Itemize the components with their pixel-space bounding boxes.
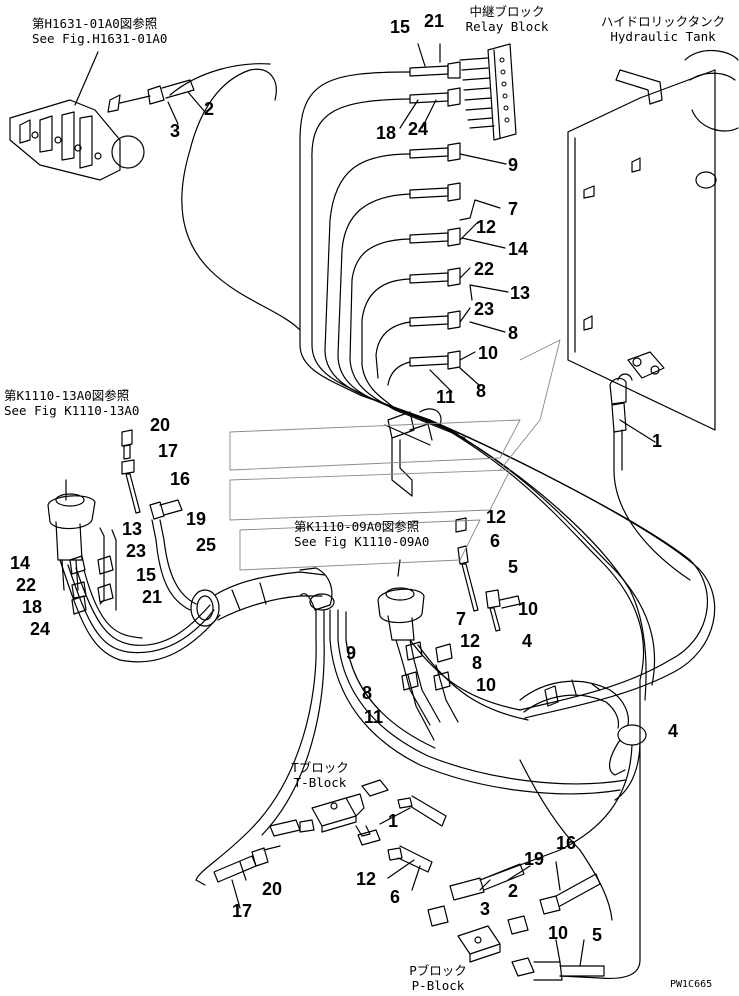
part-label: 14 [508, 239, 529, 259]
t-block-label: Tブロック T-Block [280, 760, 360, 790]
elbow-hoses [195, 609, 627, 886]
bottom-leader-lines [231, 807, 585, 967]
part-label: 15 [136, 565, 157, 585]
ref-k1110-13-en: See Fig K1110-13A0 [4, 403, 140, 418]
part-label: 3 [480, 899, 491, 919]
part-label: 18 [22, 597, 43, 617]
t-block-jp: Tブロック [291, 760, 349, 775]
hydraulic-tank-en: Hydraulic Tank [610, 29, 716, 44]
relay-block-jp: 中継ブロック [469, 4, 545, 19]
part-label: 17 [232, 901, 253, 921]
part-label: 4 [668, 721, 679, 741]
leader-lines [74, 43, 656, 443]
relay-hoses [409, 61, 461, 370]
part-label: 10 [548, 923, 569, 943]
p-block-jp: Pブロック [409, 963, 467, 978]
p-block-label: Pブロック P-Block [398, 963, 478, 993]
hydraulic-tank-label: ハイドロリックタンク Hydraulic Tank [598, 14, 728, 44]
part-label: 9 [508, 155, 519, 175]
part-label: 20 [150, 415, 171, 435]
part-label: 11 [436, 387, 456, 407]
relay-block [459, 43, 517, 141]
part-label: 3 [170, 121, 181, 141]
part-label: 10 [518, 599, 539, 619]
part-label: 17 [158, 441, 179, 461]
part-label: 19 [186, 509, 207, 529]
part-label: 2 [204, 99, 215, 119]
part-label: 4 [522, 631, 533, 651]
part-label: 13 [510, 283, 531, 303]
center-pilot-valve [377, 559, 529, 741]
hydraulic-tank [567, 49, 739, 431]
part-label: 22 [474, 259, 495, 279]
part-label: 21 [142, 587, 163, 607]
part-label: 23 [126, 541, 147, 561]
left-fittings [121, 429, 197, 611]
part-label: 7 [508, 199, 519, 219]
p-block [427, 863, 605, 981]
hydraulic-tank-jp: ハイドロリックタンク [600, 14, 726, 29]
part-label: 15 [390, 17, 411, 37]
part-label: 12 [486, 507, 507, 527]
part-label: 8 [508, 323, 519, 343]
t-block-en: T-Block [293, 775, 347, 790]
part-label: 13 [122, 519, 143, 539]
part-label: 23 [474, 299, 495, 319]
part-label: 8 [362, 683, 373, 703]
part-label: 12 [356, 869, 377, 889]
part-label: 8 [476, 381, 487, 401]
watermark-logo [229, 339, 561, 571]
part-label: 9 [346, 643, 357, 663]
part-label: 22 [16, 575, 37, 595]
pipe-25 [190, 567, 335, 627]
center-right-fittings [455, 517, 521, 632]
part-label: 6 [490, 531, 501, 551]
part-label: 16 [170, 469, 191, 489]
part-label: 7 [456, 609, 467, 629]
hose-bundle [169, 63, 716, 801]
part-label: 12 [460, 631, 481, 651]
pipe-4 [519, 679, 647, 776]
relay-block-label: 中継ブロック Relay Block [452, 4, 562, 34]
bottom-left-fitting [213, 845, 281, 883]
part-label: 20 [262, 879, 283, 899]
part-label: 10 [476, 675, 497, 695]
top-left-valve [9, 79, 195, 181]
part-label: 5 [592, 925, 603, 945]
part-label: 14 [10, 553, 31, 573]
part-label: 11 [364, 707, 384, 727]
ref-h1631: 第H1631-01A0図参照 See Fig.H1631-01A0 [32, 16, 167, 46]
t-block [269, 779, 447, 873]
part-label: 21 [424, 11, 445, 31]
ref-h1631-en: See Fig.H1631-01A0 [32, 31, 168, 46]
part-label: 6 [390, 887, 401, 907]
ref-k1110-13-jp: 第K1110-13A0図参照 [4, 388, 130, 403]
tank-hose-1 [609, 373, 633, 433]
bottom-hoses [479, 744, 641, 980]
left-pilot-valve [47, 479, 221, 663]
part-label: 19 [524, 849, 545, 869]
ref-h1631-jp: 第H1631-01A0図参照 [32, 16, 158, 31]
part-label: 10 [478, 343, 499, 363]
p-block-en: P-Block [411, 978, 465, 993]
drawing-code: PW1C665 [670, 979, 713, 990]
part-label: 24 [30, 619, 51, 639]
ref-k1110-13: 第K1110-13A0図参照 See Fig K1110-13A0 [4, 388, 139, 418]
ref-k1110-09: 第K1110-09A0図参照 See Fig K1110-09A0 [294, 519, 429, 549]
part-label: 1 [388, 811, 399, 831]
ref-k1110-09-jp: 第K1110-09A0図参照 [294, 519, 420, 534]
part-label: 18 [376, 123, 397, 143]
part-label: 25 [196, 535, 217, 555]
ref-k1110-09-en: See Fig K1110-09A0 [294, 534, 430, 549]
part-label: 8 [472, 653, 483, 673]
part-label: 24 [408, 119, 429, 139]
part-label: 1 [652, 431, 663, 451]
part-label: 12 [476, 217, 497, 237]
part-label: 5 [508, 557, 519, 577]
relay-block-en: Relay Block [465, 19, 549, 34]
part-label: 2 [508, 881, 519, 901]
part-label: 16 [556, 833, 577, 853]
